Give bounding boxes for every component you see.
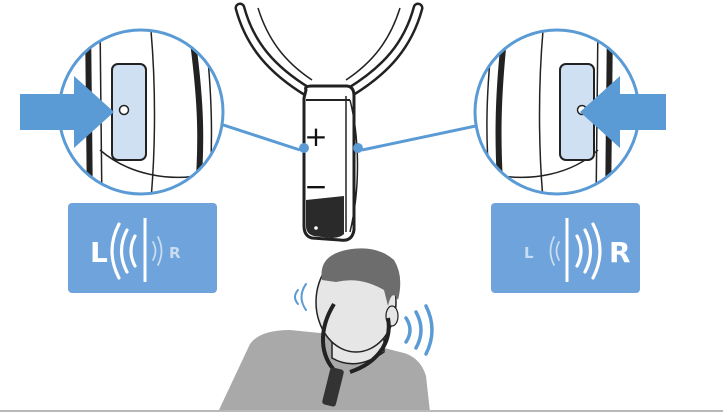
right-weak-sound-waves-icon: [549, 236, 560, 266]
person-hair: [321, 248, 401, 306]
volume-minus-label: −: [304, 170, 327, 203]
right-press-arrow-icon: [580, 76, 666, 148]
microphone-dot: [314, 226, 318, 230]
volume-plus-label: +: [304, 120, 327, 153]
person-wearing-neckband: [218, 248, 434, 412]
right-side-button-marker: [353, 143, 363, 153]
balance-left-strong-label: L: [90, 236, 108, 269]
neckband-device: + −: [234, 2, 424, 242]
person-weak-sound-waves-icon: [294, 283, 307, 311]
right-button-magnifier: [473, 28, 666, 196]
person-strong-sound-waves-icon: [404, 304, 434, 356]
left-weak-sound-waves-icon: [152, 236, 163, 266]
left-side-button: [111, 63, 147, 161]
right-strong-sound-waves-icon: [575, 222, 602, 280]
left-button-center-icon: [118, 104, 130, 116]
left-press-arrow-icon: [20, 76, 114, 148]
neckband-left-arm: [234, 2, 314, 98]
bottom-divider-line: [0, 410, 723, 412]
left-button-magnifier: [20, 28, 225, 196]
right-connector-line: [361, 121, 491, 152]
balance-right-panel: L R: [491, 203, 640, 293]
balance-right-weak-label: L: [524, 244, 534, 262]
neckband-right-arm: [344, 2, 424, 98]
left-strong-sound-waves-icon: [110, 222, 137, 280]
left-side-button-marker: [299, 143, 309, 153]
balance-right-strong-label: R: [609, 236, 631, 269]
person-control-module: [322, 367, 344, 407]
balance-left-panel: L R: [68, 203, 217, 293]
balance-left-weak-label: R: [169, 244, 181, 262]
